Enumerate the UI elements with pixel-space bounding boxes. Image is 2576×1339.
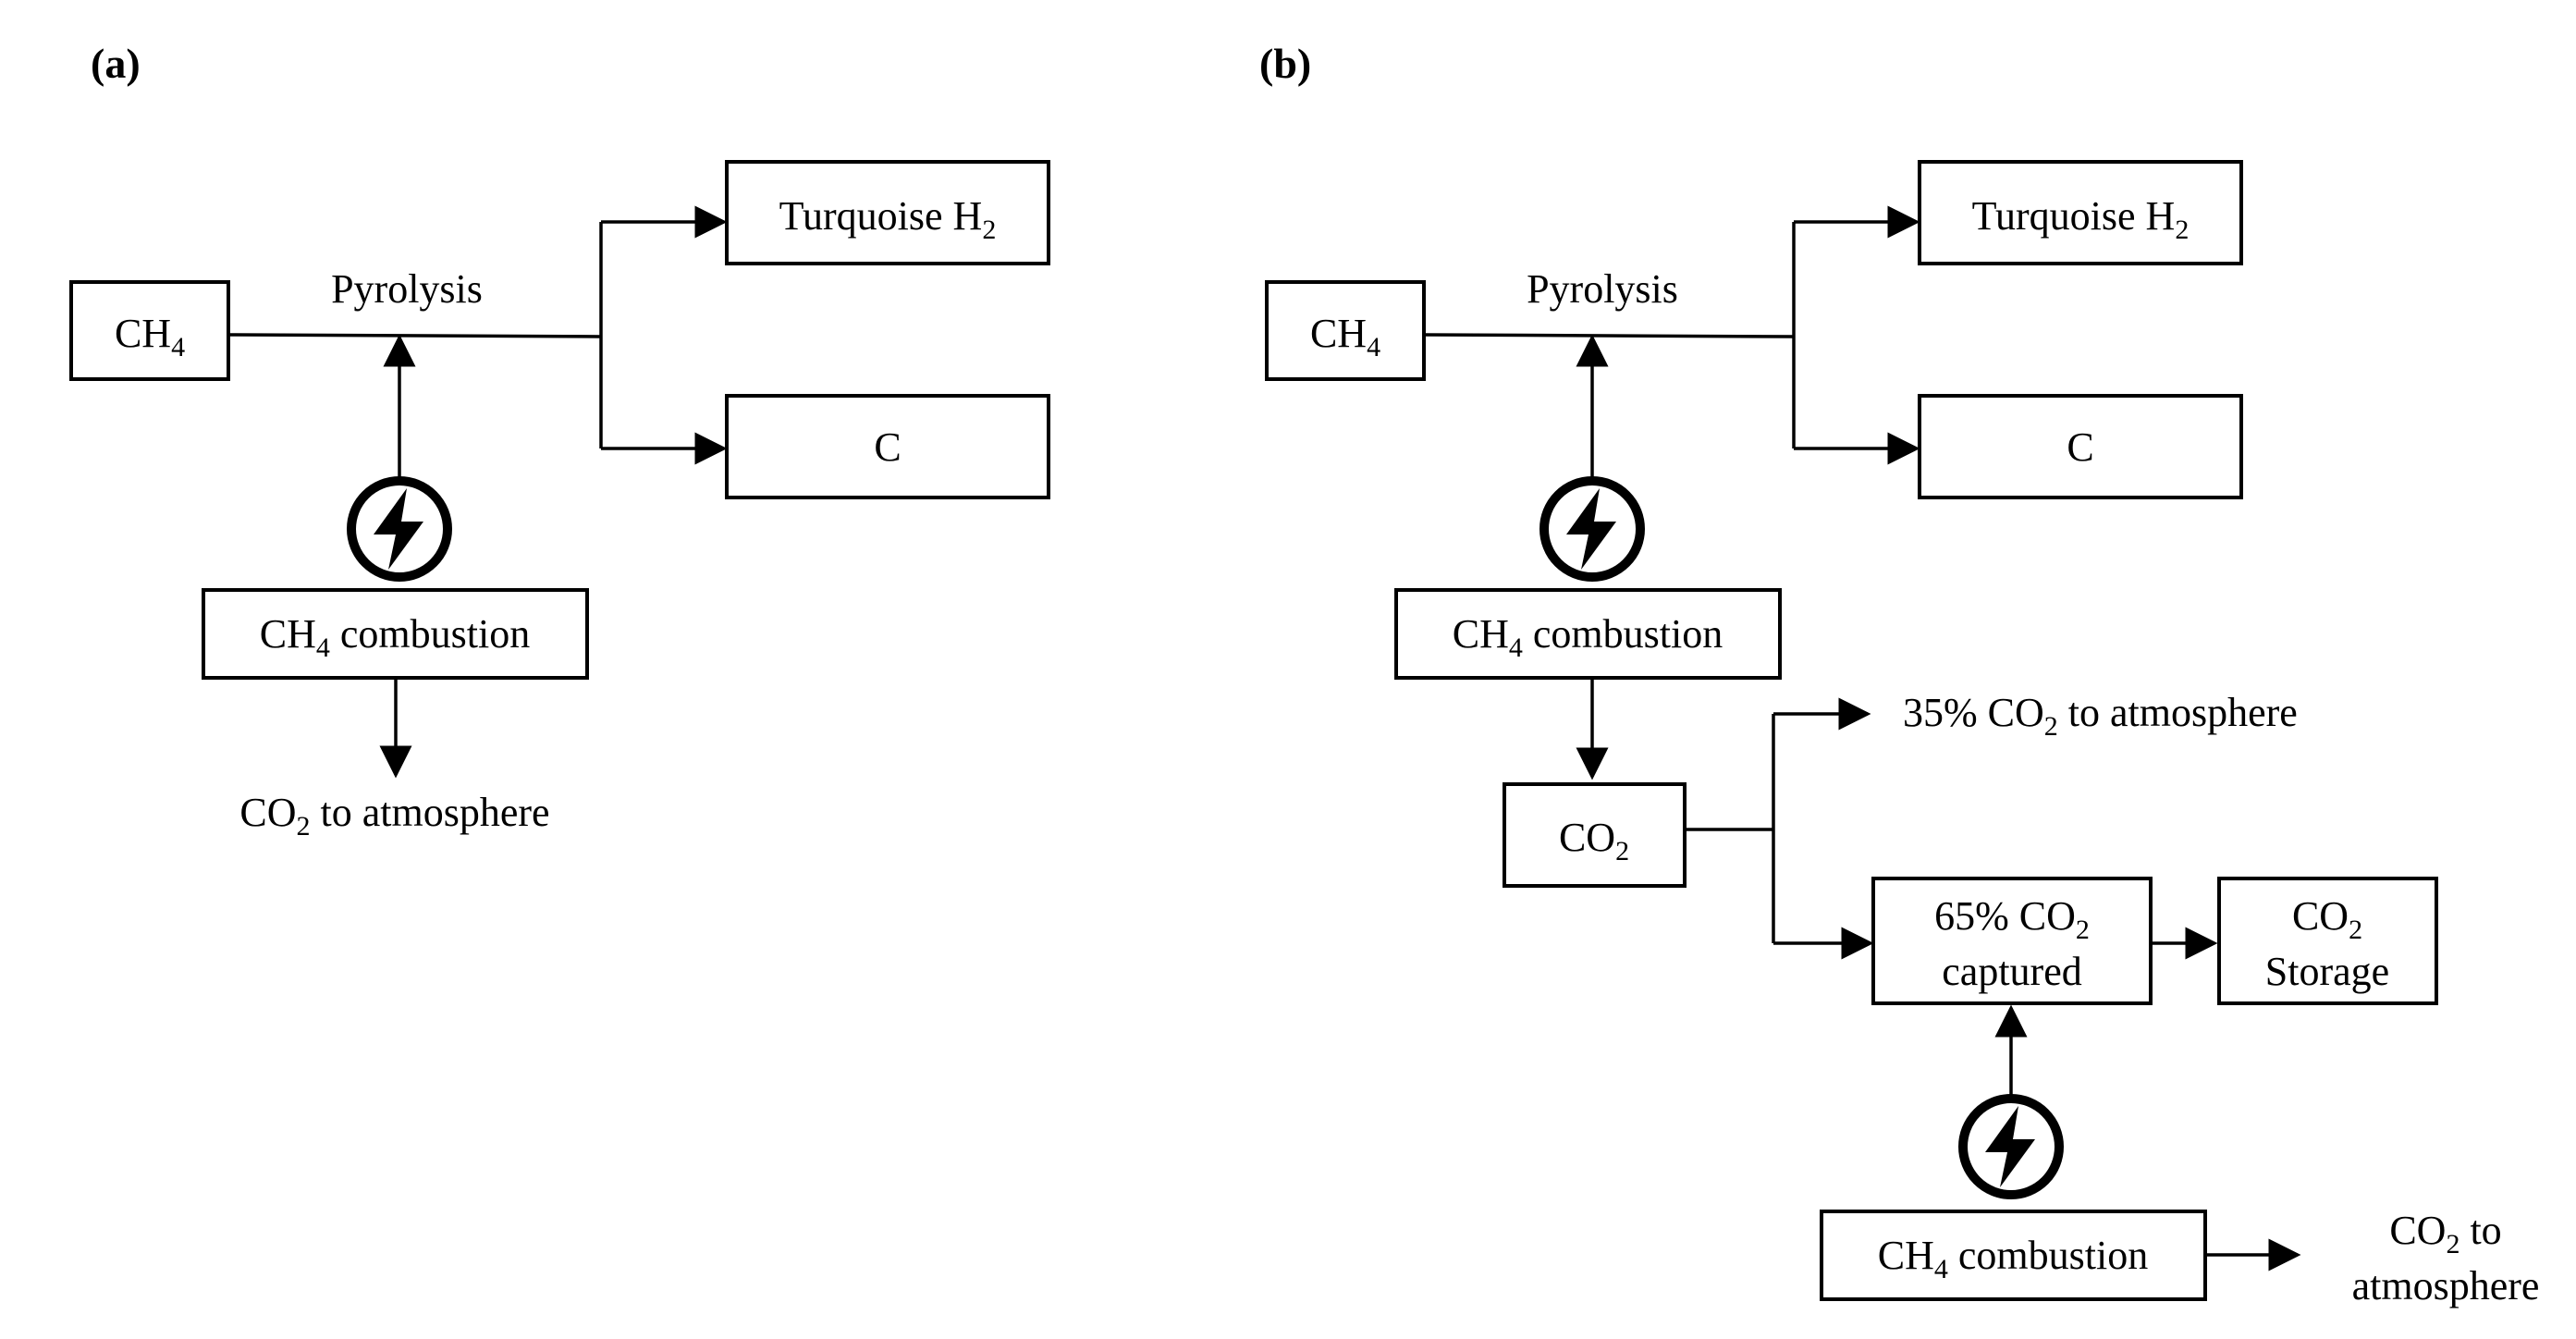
carbon-label: C <box>2067 424 2093 470</box>
ch4-combustion-label-2: CH4 combustion <box>1878 1233 2148 1284</box>
ch4-combustion-label: CH4 combustion <box>260 611 530 663</box>
lightning-bolt-icon <box>1539 476 1645 582</box>
ch4-feed-label: CH4 <box>115 311 185 362</box>
co2-box <box>1503 782 1687 888</box>
pyrolysis-label: Pyrolysis <box>1527 266 1678 312</box>
co2-storage-box <box>2217 877 2438 1005</box>
panel-a: (a) CH4 Pyrolysis Turquoise H2 C CH4 com… <box>69 40 1050 841</box>
carbon-box <box>725 394 1050 499</box>
turquoise-h2-label: Turquoise H2 <box>1972 193 2190 245</box>
co2-to-atmosphere-label: CO2 to atmosphere <box>239 790 549 841</box>
pyrolysis-label: Pyrolysis <box>331 266 483 312</box>
co2-to-atmosphere-line1: CO2 to <box>2389 1208 2501 1259</box>
turquoise-h2-box <box>725 160 1050 265</box>
ch4-combustion-label: CH4 combustion <box>1453 611 1723 663</box>
carbon-box <box>1918 394 2243 499</box>
captured-co2-box <box>1871 877 2153 1005</box>
carbon-label: C <box>874 424 901 470</box>
turquoise-h2-box <box>1918 160 2243 265</box>
panel-b: (b) CH4 Pyrolysis Turquoise H2 C CH4 com… <box>1259 40 2539 1308</box>
ch4-feed-box <box>1265 280 1426 381</box>
panel-b-label: (b) <box>1259 40 1311 87</box>
lightning-bolt-icon <box>347 476 452 582</box>
pyrolysis-line <box>1423 333 1795 338</box>
captured-co2-label-line2: captured <box>1942 949 2081 994</box>
turquoise-h2-label: Turquoise H2 <box>779 193 997 245</box>
co2-storage-label-line1: CO2 <box>2292 893 2362 945</box>
co2-to-atmosphere-line2: atmosphere <box>2352 1263 2540 1308</box>
captured-co2-label-line1: 65% CO2 <box>1934 893 2090 945</box>
pyrolysis-line <box>227 333 602 338</box>
co2-storage-label-line2: Storage <box>2265 949 2389 994</box>
released-co2-label: 35% CO2 to atmosphere <box>1903 690 2298 742</box>
panel-a-label: (a) <box>91 40 141 87</box>
lightning-bolt-icon <box>1958 1094 2064 1199</box>
ch4-feed-box <box>69 280 230 381</box>
ch4-combustion-box <box>1394 588 1782 680</box>
co2-label: CO2 <box>1559 815 1629 866</box>
ch4-feed-label: CH4 <box>1310 311 1380 362</box>
